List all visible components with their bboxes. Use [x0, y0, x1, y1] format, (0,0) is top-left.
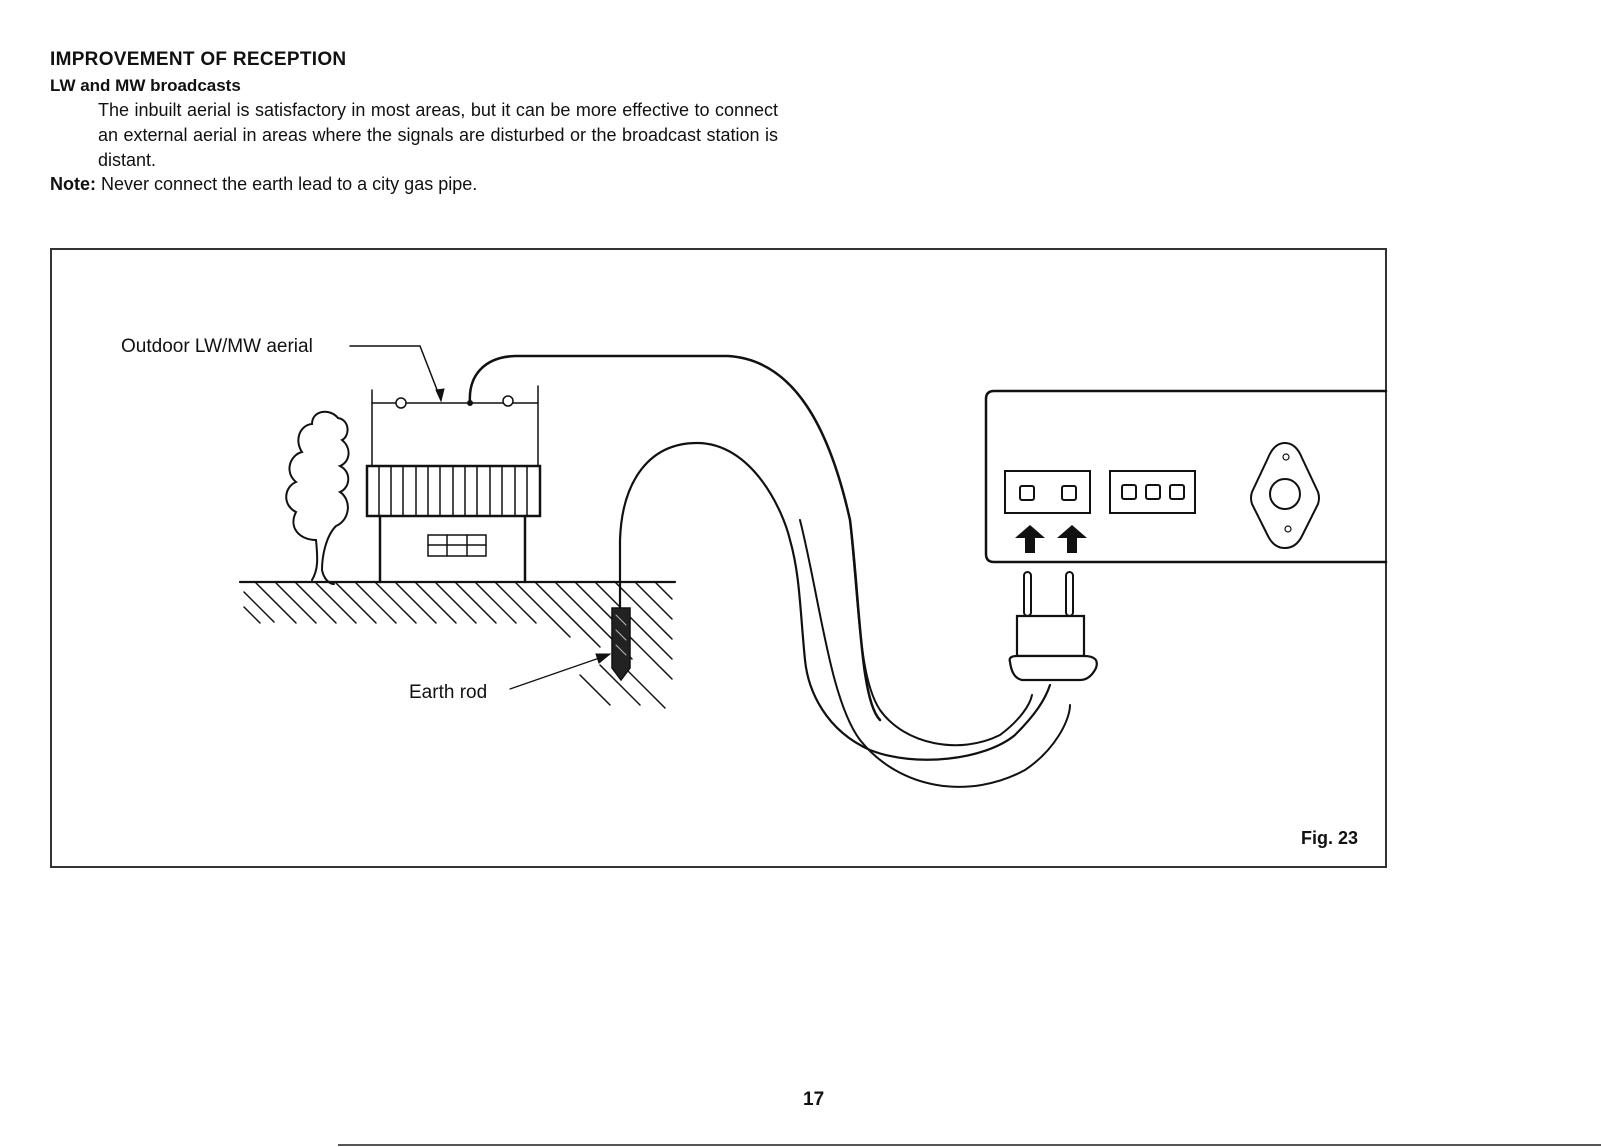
- house-icon: [365, 464, 542, 584]
- aerial-leader-arrow: [349, 345, 445, 403]
- antenna-terminal-block[interactable]: [1004, 470, 1091, 514]
- cable-inner: [849, 519, 1033, 747]
- cable-outer: [799, 519, 1071, 788]
- note-label: Note:: [50, 174, 96, 194]
- figure-caption: Fig. 23: [1301, 828, 1359, 848]
- section-subheading: LW and MW broadcasts: [50, 76, 241, 95]
- earth-lead-wire: [618, 441, 1052, 761]
- plug-icon: [1008, 571, 1098, 682]
- figure-frame: [50, 248, 1387, 868]
- roof-slats: [378, 465, 528, 517]
- page-number: 17: [803, 1089, 825, 1110]
- ground-hatch: [238, 580, 677, 709]
- footer-rule: [338, 1144, 1601, 1146]
- arrow-up-icon: [1015, 525, 1087, 553]
- speaker-terminal-block: [1109, 470, 1196, 514]
- aerial-lead-wire: [468, 354, 882, 722]
- earth-rod-label: Earth rod: [409, 682, 488, 703]
- note: Note: Never connect the earth lead to a …: [50, 174, 477, 195]
- window-icon: [427, 534, 487, 557]
- earth-rod-leader-arrow: [509, 653, 612, 690]
- section-heading: IMPROVEMENT OF RECEPTION: [50, 49, 347, 70]
- radio-rear-panel: [984, 389, 1388, 564]
- outdoor-aerial-icon: [371, 385, 539, 467]
- power-socket-icon: [1250, 441, 1320, 550]
- tree-icon: [285, 410, 350, 585]
- note-text: Never connect the earth lead to a city g…: [101, 174, 478, 194]
- body-paragraph: The inbuilt aerial is satisfactory in mo…: [98, 100, 778, 170]
- earth-rod-icon: [611, 607, 631, 682]
- aerial-label: Outdoor LW/MW aerial: [121, 336, 313, 357]
